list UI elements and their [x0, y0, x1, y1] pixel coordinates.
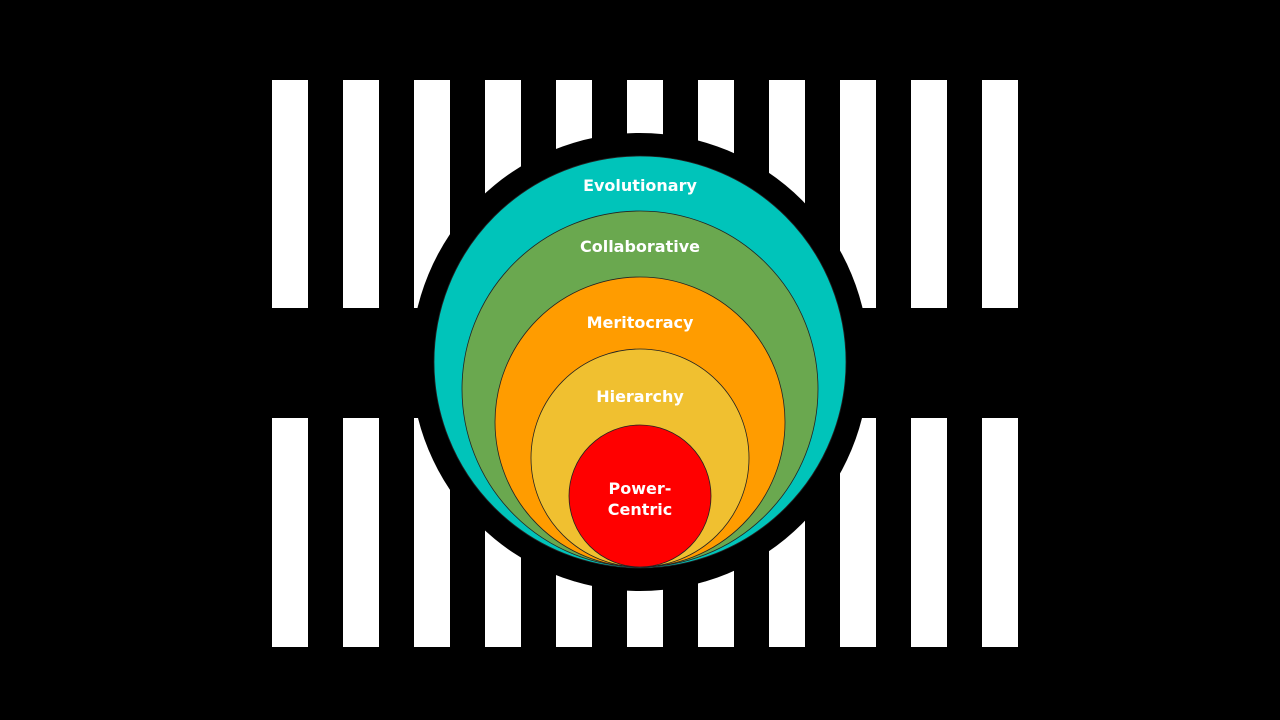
label-hierarchy: Hierarchy [596, 387, 684, 406]
stripe [272, 418, 308, 647]
label-meritocracy: Meritocracy [587, 313, 694, 332]
label-power-centric-line1: Power- [609, 479, 672, 498]
stripe [982, 418, 1018, 647]
label-collaborative: Collaborative [580, 237, 700, 256]
stripe [911, 80, 947, 308]
stripe [343, 80, 379, 308]
label-power-centric-line2: Centric [608, 500, 673, 519]
label-evolutionary: Evolutionary [583, 176, 697, 195]
stripe [911, 418, 947, 647]
stripe [982, 80, 1018, 308]
stripe [343, 418, 379, 647]
stripe [272, 80, 308, 308]
layer-power-centric [568, 424, 712, 568]
